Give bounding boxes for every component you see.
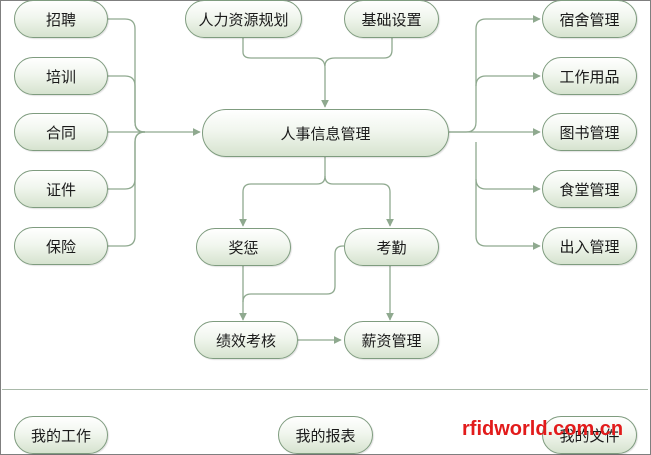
node-library-management[interactable]: 图书管理 <box>542 113 637 151</box>
node-dormitory-management[interactable]: 宿舍管理 <box>542 0 637 38</box>
node-certificate[interactable]: 证件 <box>14 170 108 208</box>
node-training[interactable]: 培训 <box>14 57 108 95</box>
line-work-supplies <box>475 72 541 87</box>
node-salary-management[interactable]: 薪资管理 <box>344 321 439 359</box>
node-attendance[interactable]: 考勤 <box>344 228 439 266</box>
line-attendance-performance <box>242 245 344 303</box>
line-insurance <box>108 131 146 247</box>
line-certificate <box>108 131 146 190</box>
node-access-management[interactable]: 出入管理 <box>542 227 637 265</box>
line-hr-planning <box>242 38 329 108</box>
line-access <box>475 179 541 250</box>
node-hr-planning[interactable]: 人力资源规划 <box>185 0 302 38</box>
watermark-text: rfidworld.com.cn <box>462 418 624 440</box>
node-personnel-info-management[interactable]: 人事信息管理 <box>202 109 449 157</box>
node-insurance[interactable]: 保险 <box>14 227 108 265</box>
node-reward-punishment[interactable]: 奖惩 <box>196 228 291 266</box>
footer-divider <box>2 389 648 390</box>
node-recruit[interactable]: 招聘 <box>14 0 108 38</box>
my-files-button[interactable]: 我的文件 <box>542 416 637 454</box>
node-work-supplies[interactable]: 工作用品 <box>542 57 637 95</box>
node-contract[interactable]: 合同 <box>14 113 108 151</box>
my-work-button[interactable]: 我的工作 <box>14 416 108 454</box>
line-reward <box>239 157 326 227</box>
node-basic-settings[interactable]: 基础设置 <box>344 0 439 38</box>
node-performance-appraisal[interactable]: 绩效考核 <box>194 321 298 359</box>
line-attendance <box>324 175 394 227</box>
line-canteen <box>475 142 541 193</box>
my-reports-button[interactable]: 我的报表 <box>278 416 373 454</box>
line-basic-settings <box>324 38 393 67</box>
line-training <box>108 75 146 133</box>
node-canteen-management[interactable]: 食堂管理 <box>542 170 637 208</box>
